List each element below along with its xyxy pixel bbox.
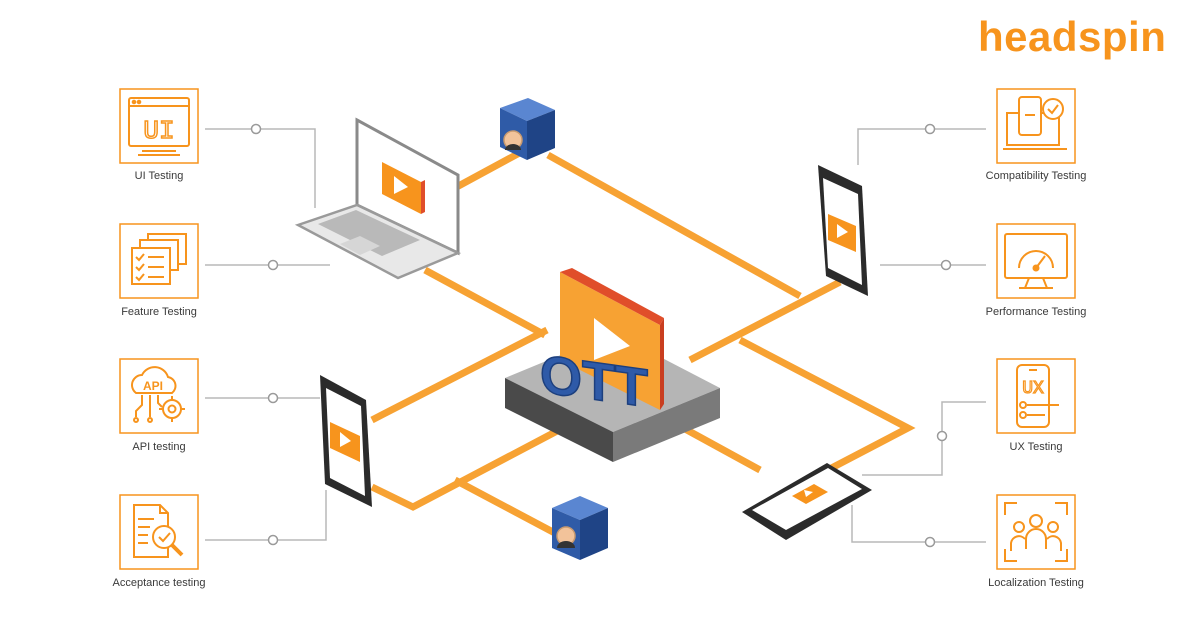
- ux-phone-icon: UX: [1016, 364, 1059, 428]
- performance-testing-icon-box: [996, 223, 1076, 299]
- junction-circles: [250, 123, 952, 548]
- ux-icon-text: UX: [1022, 379, 1044, 399]
- label-acceptance-testing: Acceptance testing: [112, 577, 206, 589]
- label-feature-testing: Feature Testing: [121, 306, 197, 318]
- leader-lines: [205, 128, 986, 543]
- ott-platform: OTT: [505, 268, 720, 462]
- label-ui-testing: UI Testing: [134, 170, 184, 182]
- feature-testing-icon-box: [119, 223, 199, 299]
- localization-people-icon: [1004, 502, 1068, 562]
- localization-testing-icon-box: [996, 494, 1076, 570]
- video-play-icon: [792, 484, 828, 504]
- ux-testing-icon-box: UX: [996, 358, 1076, 434]
- large-video-screen: [560, 268, 664, 410]
- smartphone-right: [818, 165, 868, 296]
- label-performance-testing: Performance Testing: [985, 306, 1087, 318]
- acceptance-document-magnifier-icon: [133, 504, 184, 558]
- label-localization-testing: Localization Testing: [988, 577, 1084, 589]
- api-icon-text: API: [143, 379, 163, 393]
- headspin-logo: headspin: [978, 13, 1167, 60]
- ui-window-icon: UI: [128, 97, 190, 156]
- video-play-icon: [828, 214, 856, 252]
- feature-checklist-icon: [131, 233, 187, 285]
- api-cloud-gear-icon: API: [131, 366, 185, 423]
- ui-icon-text: UI: [143, 116, 174, 146]
- label-api-testing: API testing: [132, 441, 186, 453]
- tablet-device: [742, 463, 872, 540]
- label-ux-testing: UX Testing: [1009, 441, 1063, 453]
- ui-testing-icon-box: UI: [119, 88, 199, 164]
- acceptance-testing-icon-box: [119, 494, 199, 570]
- user-cube-bottom: [552, 496, 608, 560]
- laptop-device: [294, 117, 462, 280]
- video-play-icon: [330, 422, 360, 462]
- user-cube-top: [500, 98, 555, 160]
- compatibility-testing-icon-box: [996, 88, 1076, 164]
- label-compatibility-testing: Compatibility Testing: [985, 170, 1087, 182]
- api-testing-icon-box: API: [119, 358, 199, 434]
- smartphone-left: [320, 375, 372, 507]
- video-play-icon: [382, 162, 425, 214]
- performance-gauge-monitor-icon: [1004, 233, 1068, 289]
- compatibility-devices-icon: [1003, 96, 1067, 150]
